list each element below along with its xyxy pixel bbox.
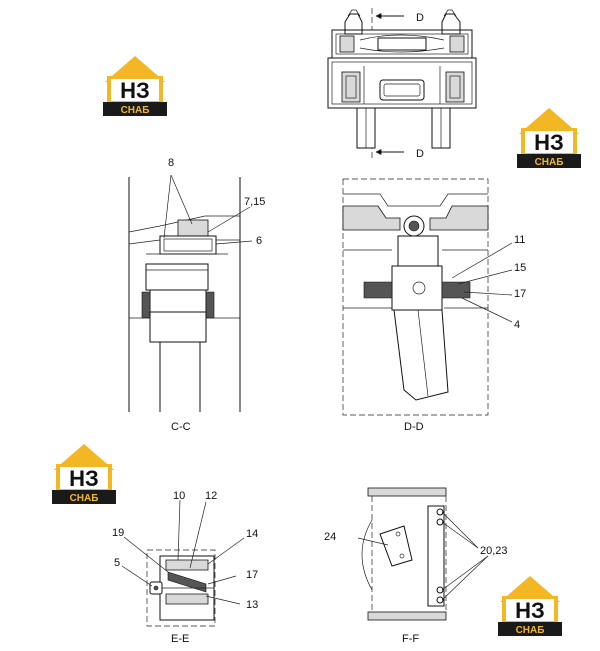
logo-top-text: НЗ (120, 78, 150, 103)
view-cc: 8 7,15 6 C-C (128, 157, 265, 433)
label-ee-12: 12 (205, 490, 217, 502)
logo-left-lower: НЗ СНАБ (52, 444, 116, 504)
label-ee-13: 13 (246, 599, 258, 611)
logo-right-upper: НЗ СНАБ (517, 108, 581, 168)
label-ff-20-23: 20,23 (480, 545, 508, 557)
logo-bottom-text: СНАБ (121, 105, 150, 116)
logo-top-text: НЗ (534, 130, 564, 155)
view-title-ee: E-E (171, 633, 189, 645)
top-assembly-view: D D (327, 8, 477, 160)
section-mark-d-top: D (416, 12, 424, 24)
label-dd-17: 17 (514, 288, 526, 300)
label-ee-17: 17 (246, 569, 258, 581)
label-ee-14: 14 (246, 528, 258, 540)
view-title-ff: F-F (402, 633, 419, 645)
label-ee-10: 10 (173, 490, 185, 502)
view-title-dd: D-D (404, 421, 424, 433)
view-title-cc: C-C (171, 421, 191, 433)
logo-bottom-text: СНАБ (516, 625, 545, 636)
section-mark-d-bottom: D (416, 148, 424, 160)
label-ee-19: 19 (112, 527, 124, 539)
view-ee: 10 12 19 14 5 17 13 E-E (112, 490, 258, 645)
logo-top-left: НЗ СНАБ (103, 56, 167, 116)
label-ee-5: 5 (114, 557, 120, 569)
label-ff-24: 24 (324, 531, 336, 543)
logo-bottom-text: СНАБ (535, 157, 564, 168)
label-cc-6: 6 (256, 235, 262, 247)
label-dd-11: 11 (514, 234, 525, 246)
logo-bottom-text: СНАБ (70, 493, 99, 504)
label-dd-15: 15 (514, 262, 526, 274)
view-dd: 11 15 17 4 D-D (342, 178, 526, 433)
label-cc-8: 8 (168, 157, 174, 169)
logo-top-text: НЗ (69, 466, 99, 491)
label-dd-4: 4 (514, 319, 520, 331)
logo-bottom-right: НЗ СНАБ (498, 576, 562, 636)
label-cc-7-15: 7,15 (244, 196, 265, 208)
view-ff: 24 20,23 F-F (324, 487, 508, 645)
logo-top-text: НЗ (515, 598, 545, 623)
